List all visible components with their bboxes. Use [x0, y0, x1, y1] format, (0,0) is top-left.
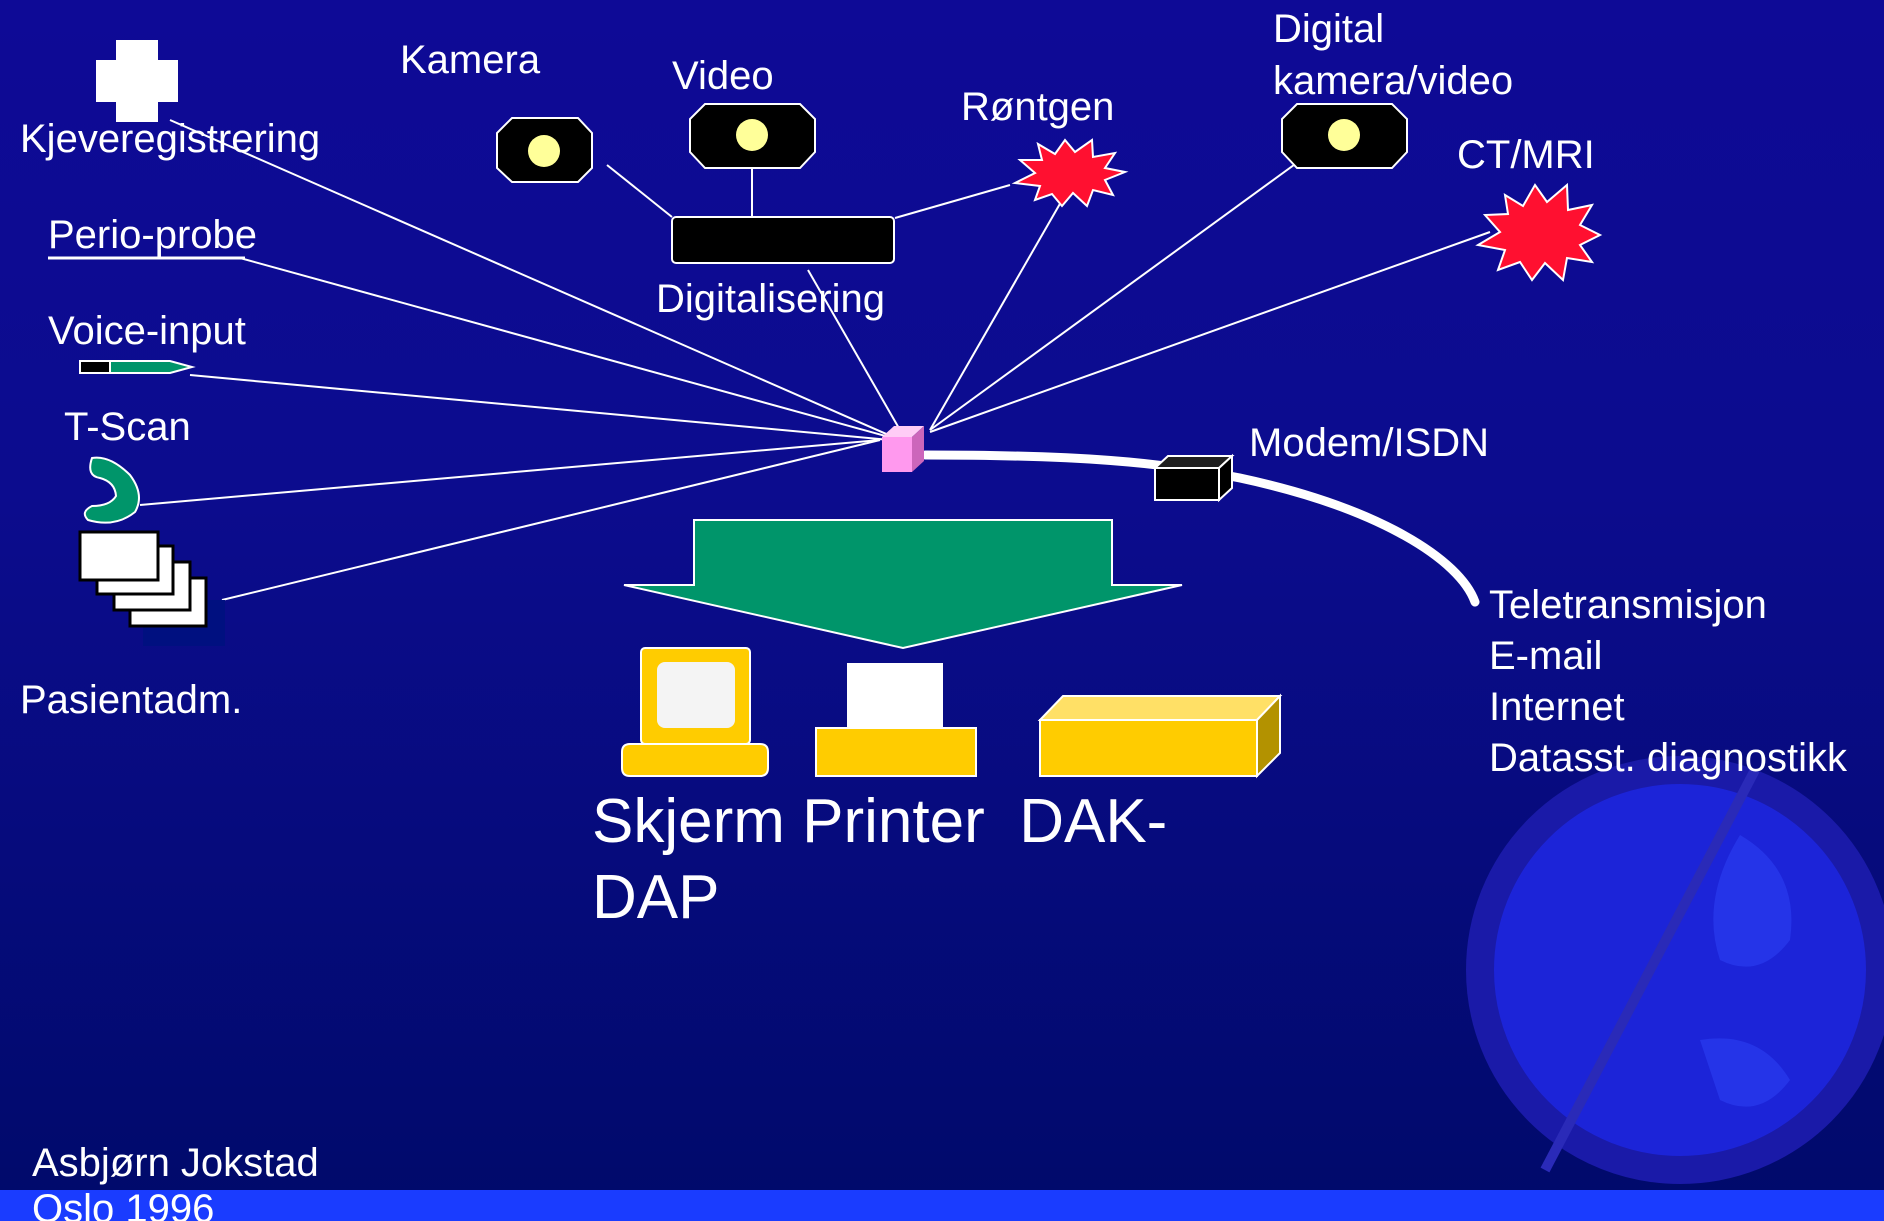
rontgen-burst-icon: [1011, 138, 1129, 208]
outputs-label-line1: Skjerm Printer DAK-: [592, 787, 1168, 856]
digital-camera-icon: [1281, 103, 1408, 169]
footer-place-year: Oslo 1996: [32, 1187, 215, 1221]
label-kamera-video: kamera/video: [1273, 59, 1514, 103]
cad-cam-box-icon: [1037, 693, 1283, 779]
ct-mri-burst-icon: [1475, 182, 1603, 282]
outputs-label-line2: DAP: [592, 863, 720, 932]
documents-icon: [78, 530, 225, 646]
label-video: Video: [672, 54, 774, 98]
output-arrow: [623, 519, 1183, 650]
hub-cube: [882, 426, 924, 472]
label-rontgen: Røntgen: [961, 85, 1115, 129]
label-digital: Digital: [1273, 7, 1385, 51]
printer-icon: [815, 663, 977, 777]
t-scan-icon: [83, 456, 140, 524]
footer-bar: [0, 1190, 1884, 1221]
label-voice-input: Voice-input: [48, 309, 246, 353]
video-camera-icon: [689, 103, 816, 169]
digitizer-box: [671, 216, 895, 264]
label-digitalisering: Digitalisering: [656, 277, 885, 321]
label-teletransmisjon: Teletransmisjon: [1489, 583, 1767, 627]
label-pasientadm: Pasientadm.: [20, 678, 243, 722]
label-perio-probe: Perio-probe: [48, 213, 258, 257]
label-email: E-mail: [1489, 634, 1603, 678]
network-services-list: Teletransmisjon E-mail Internet Datasst.…: [1489, 580, 1847, 784]
cross-icon: [96, 40, 178, 122]
connection-lines: [139, 119, 1491, 601]
label-kjeveregistrering: Kjeveregistrering: [20, 117, 321, 161]
camera-icon: [496, 117, 593, 183]
modem-icon: [1152, 453, 1235, 503]
label-ct-mri: CT/MRI: [1457, 133, 1595, 177]
monitor-icon: [621, 647, 769, 777]
label-modem: Modem/ISDN: [1249, 421, 1490, 465]
voice-pen-icon: [79, 360, 196, 374]
footer-author: Asbjørn Jokstad: [32, 1141, 319, 1185]
network-cable: [920, 450, 1480, 607]
label-internet: Internet: [1489, 685, 1625, 729]
label-kamera: Kamera: [400, 38, 541, 82]
globe-icon: [1466, 756, 1884, 1184]
label-datasst-diagnostikk: Datasst. diagnostikk: [1489, 736, 1847, 780]
label-t-scan: T-Scan: [64, 405, 191, 449]
